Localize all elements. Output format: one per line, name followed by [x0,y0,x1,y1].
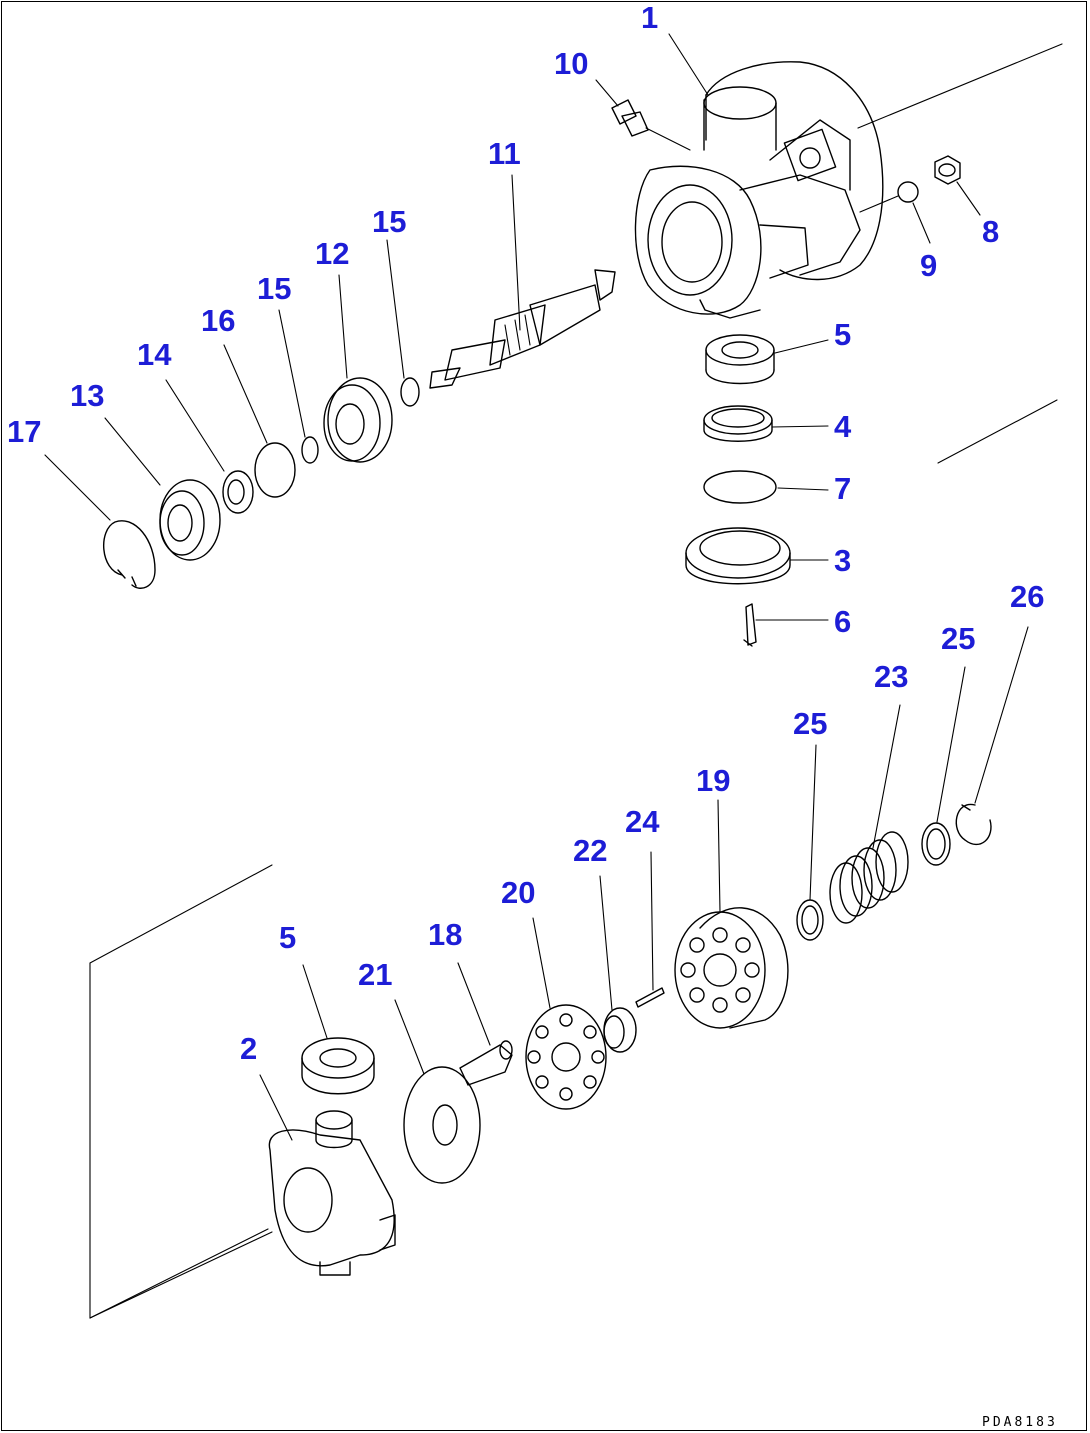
label-part-23: 23 [874,659,908,694]
label-part-16: 16 [201,303,235,338]
label-part-15-upper: 15 [372,204,406,239]
label-part-14: 14 [137,337,172,372]
label-part-19: 19 [696,763,730,798]
label-part-2: 2 [240,1031,257,1066]
part-18-piston [459,1040,513,1086]
part-9-ball [859,181,919,213]
label-part-10: 10 [554,46,588,81]
label-part-13: 13 [70,378,104,413]
part-12-bearing [323,377,393,463]
part-11-shaft [429,269,616,389]
label-part-22: 22 [573,833,607,868]
part-7-o-ring [703,470,777,504]
label-part-8: 8 [982,214,999,249]
part-10-fitting [611,99,691,151]
label-part-5-upper: 5 [834,317,851,352]
part-17-snap-ring [103,520,156,589]
part-14-seal [222,470,254,514]
part-24-pin [635,987,665,1008]
part-20-plate [525,1004,607,1110]
label-part-24: 24 [625,804,660,839]
part-21-swash-plate [403,1066,481,1184]
part-8-plug [934,155,961,185]
part-15-snap-ring-a [400,377,420,407]
part-23-spring [829,831,909,924]
label-part-20: 20 [501,875,535,910]
label-part-11: 11 [488,136,521,171]
label-part-25-right: 25 [941,621,975,656]
part-6-pin [743,603,757,647]
label-part-25-left: 25 [793,706,827,741]
part-19-cylinder-block [674,907,789,1029]
part-5-bearing-upper [705,334,775,385]
part-13-cover [159,479,221,561]
label-part-17: 17 [7,414,41,449]
part-5-bearing-lower [301,1037,375,1095]
label-part-6: 6 [834,604,851,639]
label-part-4: 4 [834,409,852,444]
label-part-18: 18 [428,917,462,952]
drawing-code: PDA8183 [982,1415,1058,1430]
part-2-housing-lower [268,1110,396,1276]
part-26-snap-ring [955,803,992,846]
label-part-1: 1 [641,0,658,35]
part-25-washer-b [796,899,824,941]
label-part-5-lower: 5 [279,920,296,955]
label-part-7: 7 [834,471,851,506]
label-part-15-lower: 15 [257,271,291,306]
label-part-3: 3 [834,543,851,578]
label-part-12: 12 [315,236,349,271]
part-16-o-ring [254,442,296,498]
part-labels: 1 10 11 15 12 15 16 14 13 17 8 9 5 4 7 3… [7,0,1044,1066]
leader-lines [44,33,1029,1319]
part-1-housing [634,61,884,319]
part-4-ring [703,405,773,442]
part-3-plate [685,527,791,585]
label-part-26: 26 [1010,579,1044,614]
label-part-9: 9 [920,248,937,283]
label-part-21: 21 [358,957,392,992]
part-25-washer-a [921,822,951,866]
axis-lines [89,43,1063,1319]
part-15-snap-ring-b [301,436,319,464]
part-22-bushing [603,1007,637,1053]
